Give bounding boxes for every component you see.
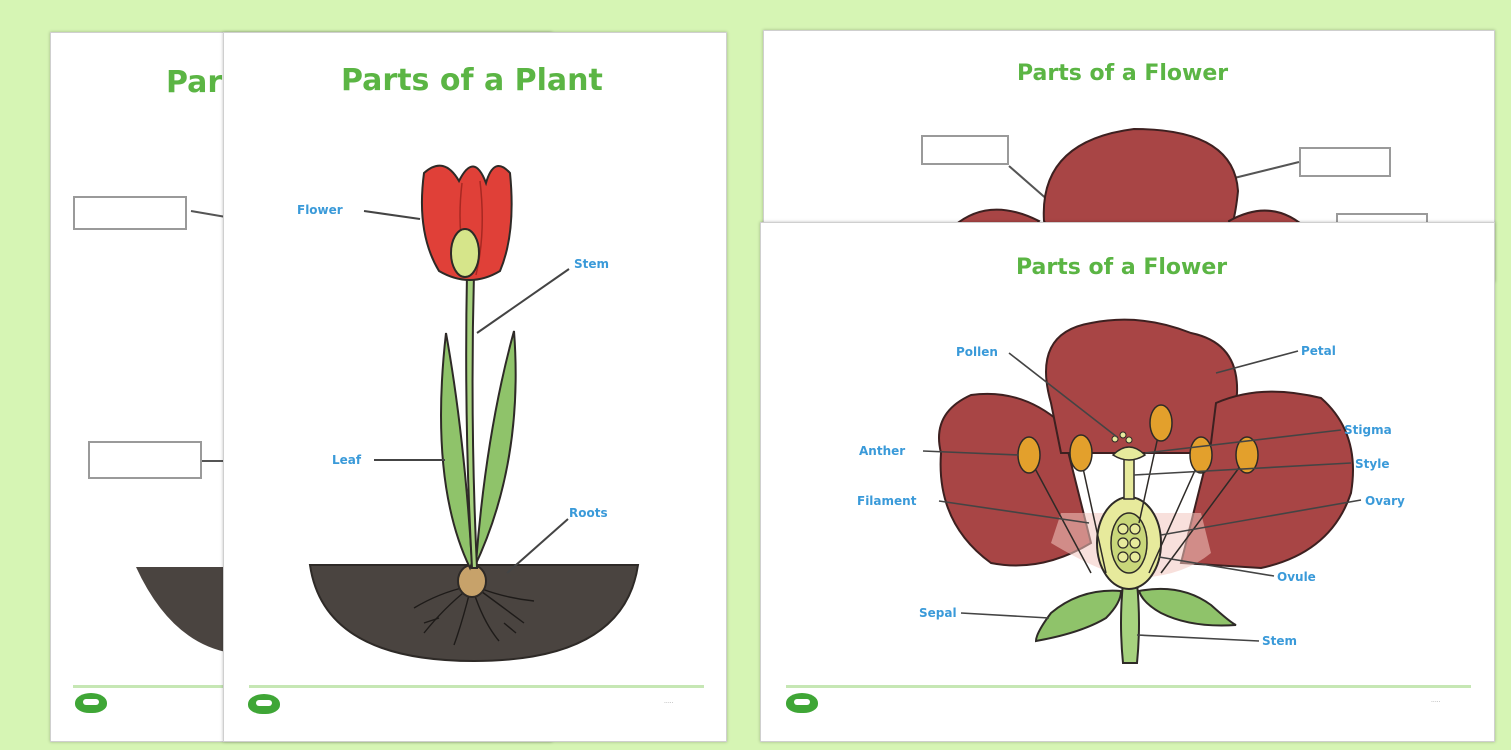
sepal-right <box>1139 589 1236 626</box>
twinkl-logo-icon <box>248 694 280 714</box>
footer-divider <box>786 685 1471 688</box>
tulip-center <box>451 229 479 277</box>
sepal-left <box>1036 591 1121 641</box>
twinkl-logo-icon <box>75 693 107 713</box>
petal-top <box>1046 320 1237 453</box>
label-flower: Flower <box>297 203 343 217</box>
footer-divider <box>249 685 704 688</box>
label-ovary: Ovary <box>1365 494 1405 508</box>
plant-diagram: Flower Stem Leaf Roots <box>224 33 726 741</box>
label-stem: Stem <box>574 257 609 271</box>
label-ovule: Ovule <box>1277 570 1316 584</box>
worksheet-plant: Parts of a Plant Flower Stem <box>223 32 727 742</box>
worksheet-flower: Parts of a Flower <box>760 222 1495 742</box>
label-sepal: Sepal <box>919 606 957 620</box>
label-leaf: Leaf <box>332 453 362 467</box>
leaf-right <box>474 331 516 568</box>
flower-diagram: Pollen Petal Anther Filament Stigma Styl… <box>761 223 1494 741</box>
label-pollen: Pollen <box>956 345 998 359</box>
bulb <box>458 565 486 597</box>
twinkl-logo-icon <box>786 693 818 713</box>
sheet-code: ····· <box>664 700 674 707</box>
label-stigma: Stigma <box>1344 423 1392 437</box>
label-stem: Stem <box>1262 634 1297 648</box>
sheet-code: ····· <box>1431 699 1441 706</box>
style <box>1124 455 1134 499</box>
label-style: Style <box>1355 457 1389 471</box>
stem <box>1121 583 1139 663</box>
label-roots: Roots <box>569 506 608 520</box>
label-anther: Anther <box>859 444 905 458</box>
footer-divider <box>73 685 223 688</box>
label-petal: Petal <box>1301 344 1336 358</box>
label-filament: Filament <box>857 494 917 508</box>
